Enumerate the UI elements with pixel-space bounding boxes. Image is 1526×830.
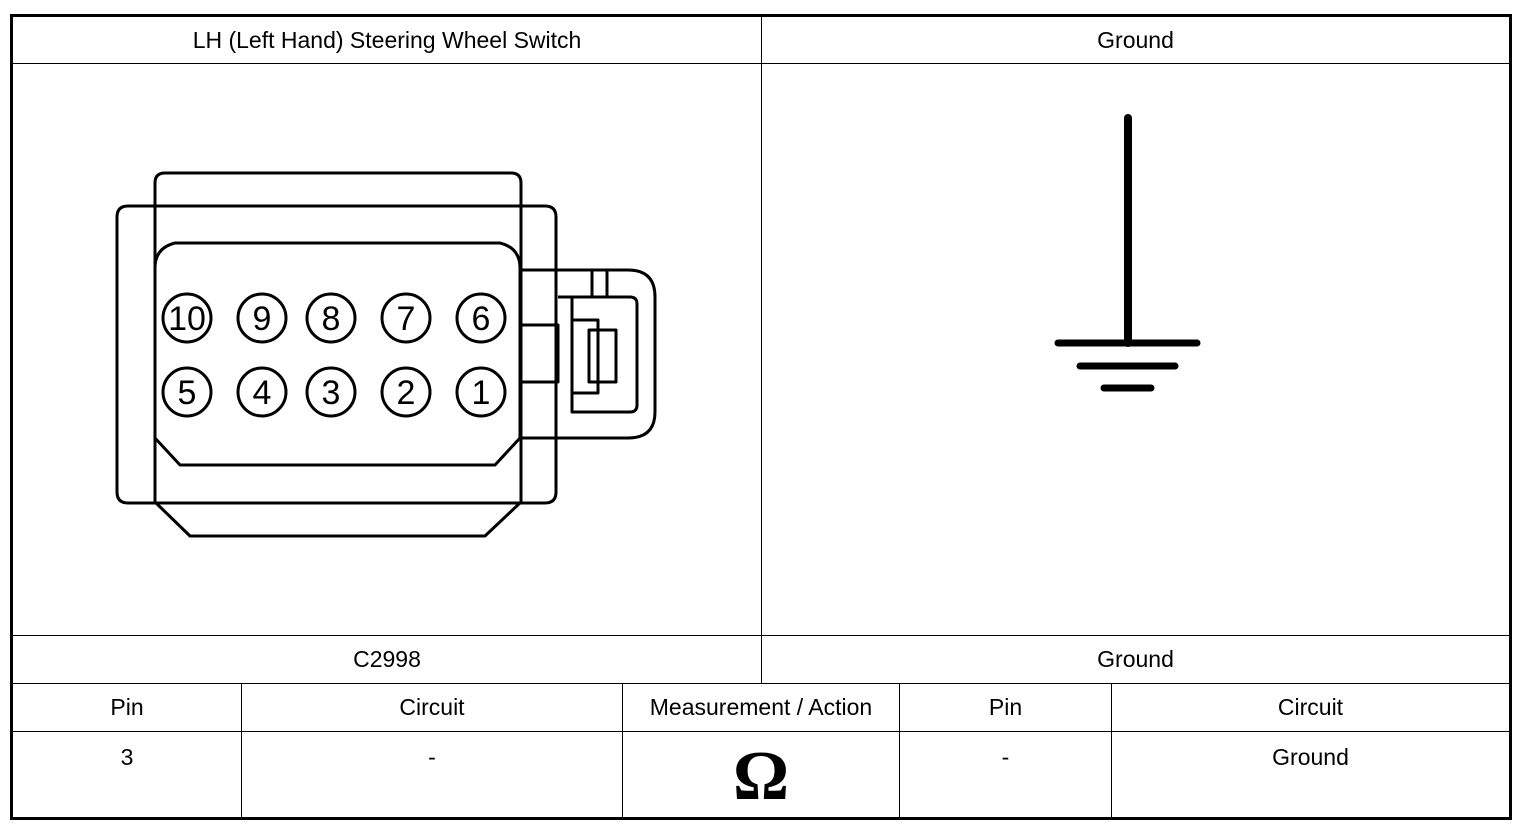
pin-label: 7 bbox=[397, 300, 416, 338]
pin-label: 9 bbox=[253, 300, 272, 338]
pin-2-circle bbox=[380, 366, 432, 418]
pin-label: 8 bbox=[322, 300, 341, 338]
connector-shroud bbox=[153, 171, 523, 502]
connector-outer-shell bbox=[115, 204, 558, 505]
pin-5-circle bbox=[161, 366, 213, 418]
divider-center bbox=[761, 17, 762, 684]
pin-label: 10 bbox=[168, 300, 206, 338]
pin-label: 3 bbox=[322, 374, 341, 412]
ground-icon bbox=[1054, 114, 1201, 392]
pin-label: 2 bbox=[397, 374, 416, 412]
pin-7-circle bbox=[380, 292, 432, 344]
header-circuit-2: Circuit bbox=[1277, 694, 1344, 720]
row-circuit-b: Ground bbox=[1272, 743, 1349, 770]
ground-title: Ground bbox=[1097, 26, 1174, 53]
pin-9-circle bbox=[236, 292, 288, 344]
row-pin-b: - bbox=[1001, 743, 1010, 770]
connector-id: C2998 bbox=[353, 646, 421, 672]
connector-bottom-bevel bbox=[153, 500, 523, 538]
connector-latch bbox=[521, 268, 657, 440]
divider-table-header-bottom bbox=[13, 731, 1509, 732]
divider-col-3 bbox=[899, 684, 900, 817]
header-measurement-action: Measurement / Action bbox=[649, 694, 873, 720]
test-table-frame bbox=[10, 14, 1512, 820]
pin-4-circle bbox=[236, 366, 288, 418]
header-pin-2: Pin bbox=[988, 694, 1023, 720]
pin-3-circle bbox=[305, 366, 357, 418]
pin-label: 6 bbox=[472, 300, 491, 338]
pin-10-circle bbox=[161, 292, 213, 344]
pin-1-circle bbox=[455, 366, 507, 418]
divider-col-4 bbox=[1111, 684, 1112, 817]
header-pin: Pin bbox=[110, 694, 144, 720]
divider-col-1 bbox=[241, 684, 242, 817]
pin-label: 5 bbox=[178, 374, 197, 412]
pin-label: 4 bbox=[253, 374, 272, 412]
pin-6-circle bbox=[455, 292, 507, 344]
ohm-measurement-icon: Ω bbox=[732, 738, 790, 815]
component-title: LH (Left Hand) Steering Wheel Switch bbox=[192, 26, 582, 53]
pin-8-circle bbox=[305, 292, 357, 344]
pin-label: 1 bbox=[472, 374, 491, 412]
row-circuit-a: - bbox=[428, 743, 436, 770]
ground-label: Ground bbox=[1097, 646, 1174, 672]
row-pin-a: 3 bbox=[120, 743, 134, 770]
connector-cavity bbox=[153, 241, 522, 467]
divider-col-2 bbox=[622, 684, 623, 817]
header-circuit: Circuit bbox=[399, 694, 465, 720]
